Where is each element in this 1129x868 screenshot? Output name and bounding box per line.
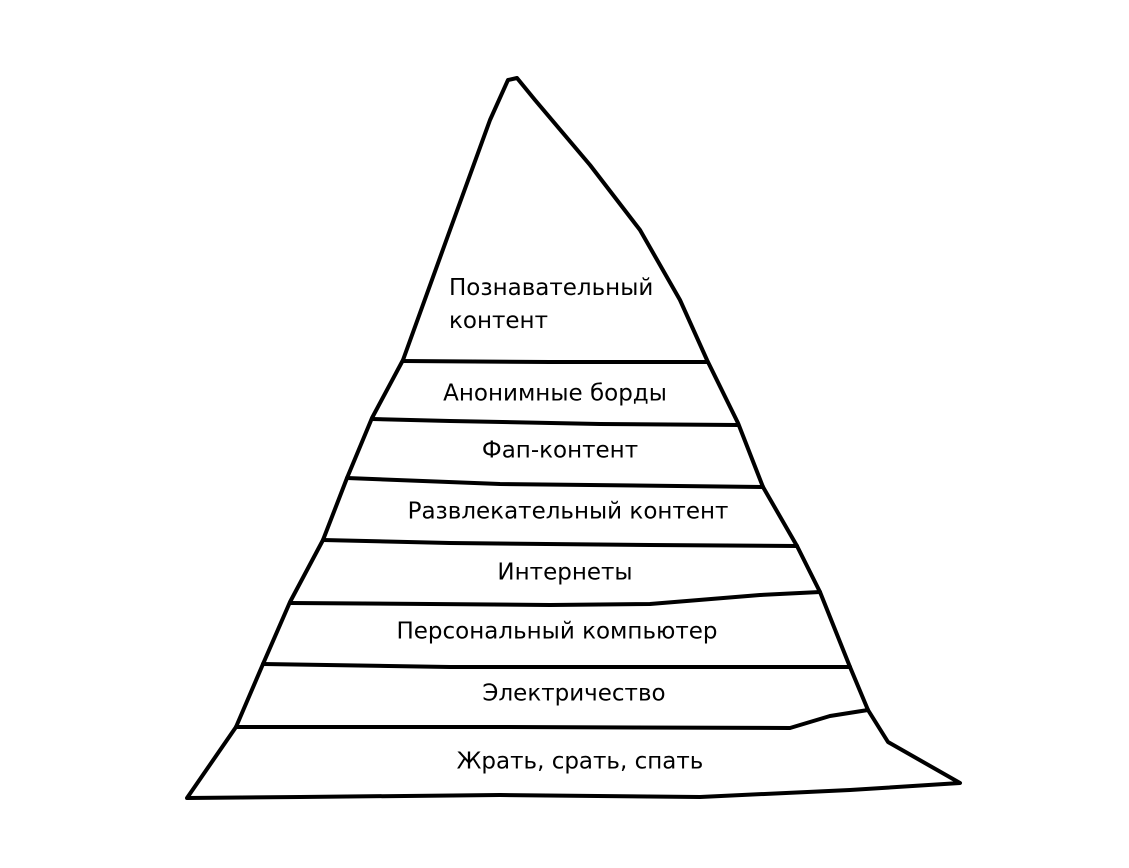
divider-6 [261, 662, 852, 669]
level-8-label: Познавательный контент [449, 272, 653, 338]
level-6-label: Фап-контент [481, 437, 639, 464]
pyramid-outline [185, 76, 962, 800]
divider-1 [401, 359, 709, 364]
level-2-label: Электричество [482, 680, 666, 707]
level-8-label-line2: контент [449, 308, 548, 334]
divider-5 [288, 590, 822, 607]
divider-3 [345, 476, 765, 489]
level-7-label: Анонимные борды [443, 380, 667, 407]
level-8-label-line1: Познавательный [449, 275, 654, 301]
level-4-label: Интернеты [497, 559, 633, 586]
divider-4 [321, 538, 799, 548]
level-3-label: Персональный компьютер [396, 618, 718, 645]
level-1-label: Жрать, срать, спать [456, 748, 704, 775]
divider-7 [234, 708, 870, 730]
level-5-label: Развлекательный контент [407, 498, 729, 525]
divider-2 [370, 417, 740, 427]
